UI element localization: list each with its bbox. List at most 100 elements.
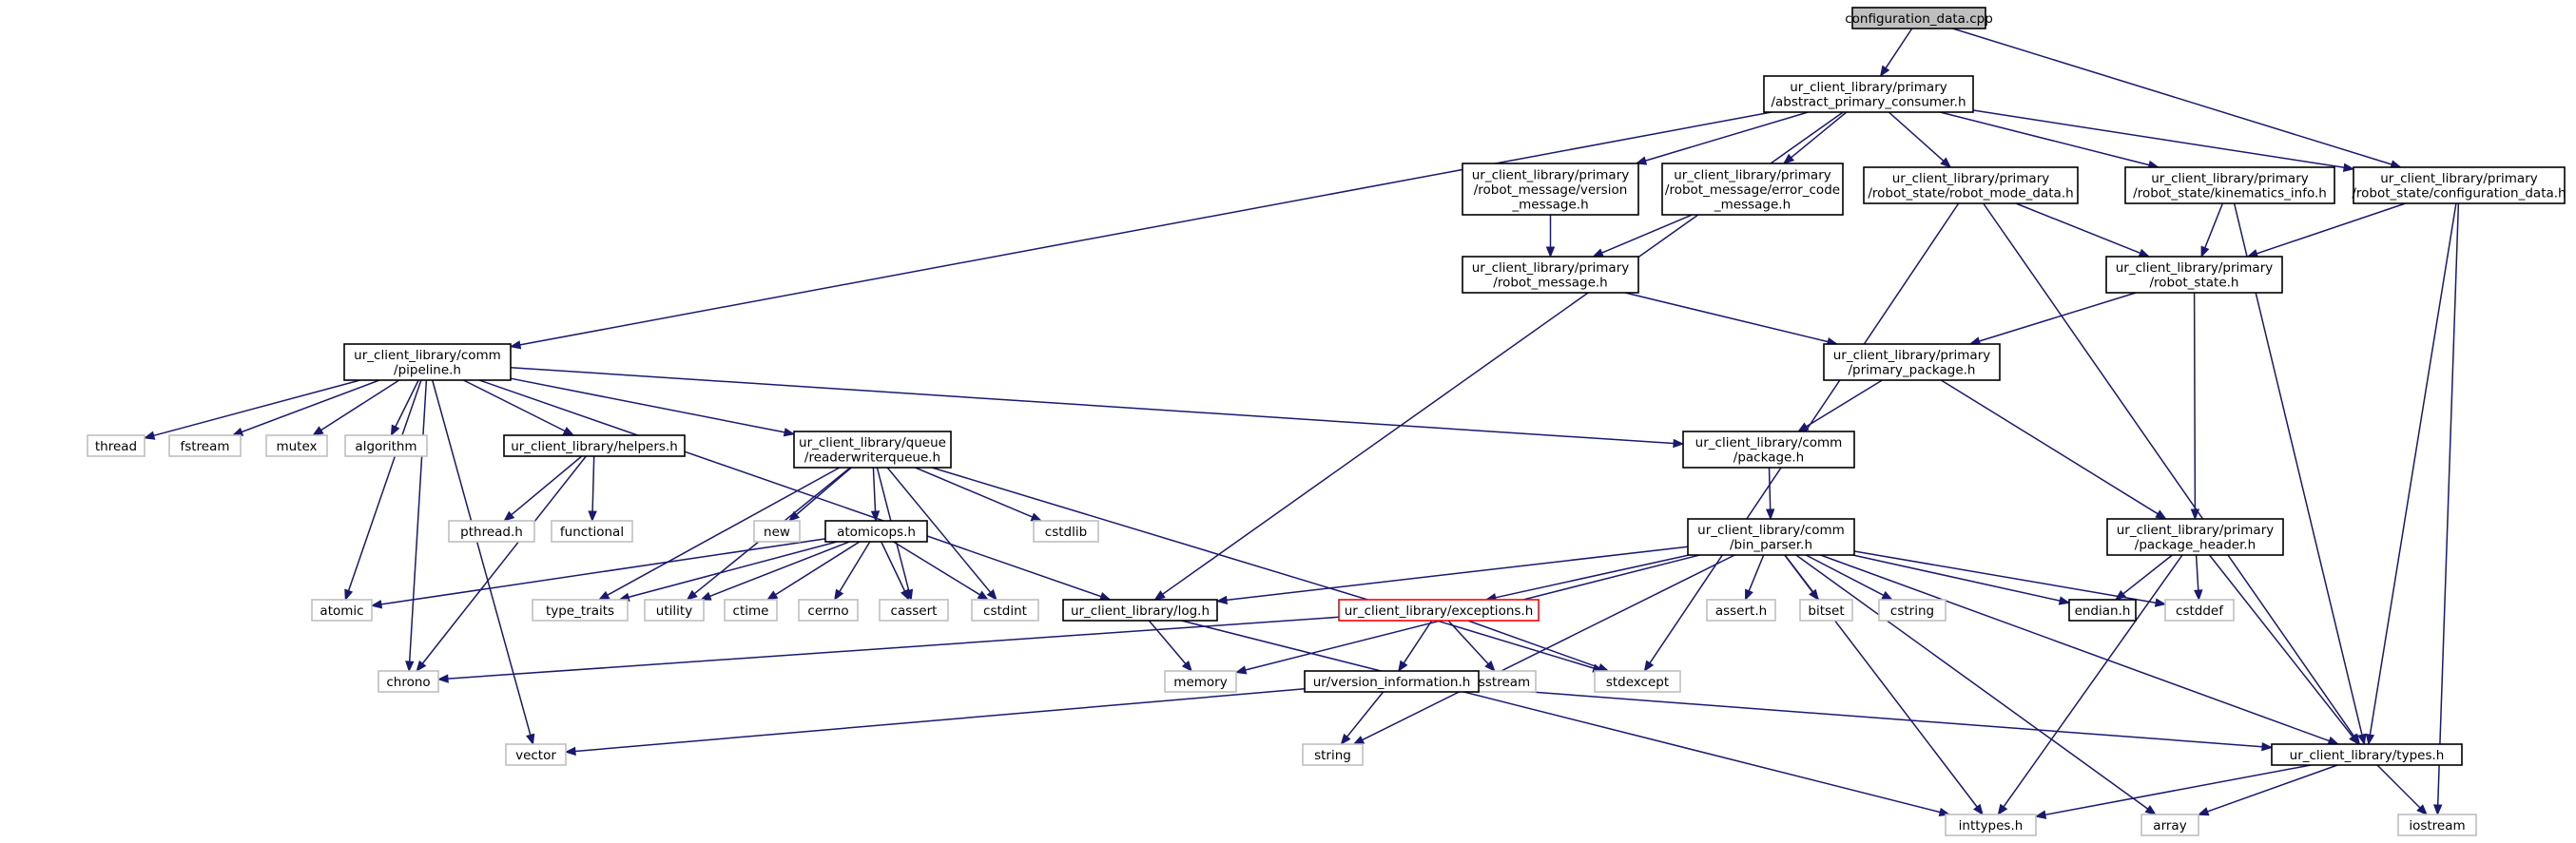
node-rstate[interactable]: ur_client_library/primary/robot_state.h xyxy=(2105,256,2283,294)
node-box xyxy=(1302,743,1364,766)
node-rmd[interactable]: ur_client_library/primary/robot_state/ro… xyxy=(1863,166,2079,204)
edge-pkghdr-to-inttypes xyxy=(1997,554,2183,816)
node-root[interactable]: configuration_data.cpp xyxy=(1845,7,1993,29)
node-new[interactable]: new xyxy=(753,520,801,543)
node-ppkg[interactable]: ur_client_library/primary/primary_packag… xyxy=(1823,343,2001,381)
node-pkghdr[interactable]: ur_client_library/primary/package_header… xyxy=(2106,518,2284,556)
node-vmsg[interactable]: ur_client_library/primary/robot_message/… xyxy=(1462,163,1639,216)
node-ctime[interactable]: ctime xyxy=(724,599,778,622)
node-algorithm[interactable]: algorithm xyxy=(344,434,428,457)
edge-rmsg-to-ppkg xyxy=(1624,292,1839,347)
node-label: ur_client_library/primary xyxy=(1674,167,1831,182)
node-type_traits[interactable]: type_traits xyxy=(532,599,629,622)
node-label: functional xyxy=(560,525,624,540)
edge-rwq-to-stdexcept xyxy=(931,467,1604,673)
node-fstream[interactable]: fstream xyxy=(168,434,242,457)
node-bitset[interactable]: bitset xyxy=(1799,599,1853,622)
node-pkg[interactable]: ur_client_library/comm/package.h xyxy=(1682,431,1855,469)
node-sstream[interactable]: sstream xyxy=(1472,670,1537,693)
node-string[interactable]: string xyxy=(1302,743,1364,766)
node-endian[interactable]: endian.h xyxy=(2068,599,2137,622)
node-label: type_traits xyxy=(546,604,614,619)
node-box xyxy=(1462,256,1639,294)
node-binparser[interactable]: ur_client_library/comm/bin_parser.h xyxy=(1687,518,1855,556)
edge-exceptions-to-vinfo xyxy=(1398,620,1433,673)
node-asserth[interactable]: assert.h xyxy=(1706,599,1776,622)
edge-cfg-to-types xyxy=(2365,202,2457,746)
node-box xyxy=(87,434,145,457)
edge-kin-to-rstate xyxy=(2200,202,2224,259)
node-stdexcept[interactable]: stdexcept xyxy=(1594,670,1681,693)
node-thread[interactable]: thread xyxy=(87,434,145,457)
edge-pipeline-to-rwq xyxy=(510,377,796,437)
edge-pipeline-to-pkg xyxy=(510,366,1685,449)
node-atomicops[interactable]: atomicops.h xyxy=(824,520,928,543)
edge-rmd-to-rstate xyxy=(2015,202,2151,258)
edge-ppkg-to-pkg xyxy=(1796,379,1883,432)
node-label: atomicops.h xyxy=(837,525,916,540)
node-cfg[interactable]: ur_client_library/primary/robot_state/co… xyxy=(2352,166,2566,204)
edge-rwq-to-new xyxy=(787,467,852,522)
edge-pipeline-to-vector xyxy=(431,379,535,746)
node-mutex[interactable]: mutex xyxy=(265,434,328,457)
node-log[interactable]: ur_client_library/log.h xyxy=(1062,599,1218,622)
node-label: new xyxy=(764,525,790,540)
node-label: /primary_package.h xyxy=(1849,363,1976,378)
node-ecmsg[interactable]: ur_client_library/primary/robot_message/… xyxy=(1661,163,1844,216)
node-cstring[interactable]: cstring xyxy=(1878,599,1947,622)
node-label: /robot_state.h xyxy=(2150,276,2239,291)
node-label: sstream xyxy=(1479,675,1530,690)
node-label: ur_client_library/primary xyxy=(1892,171,2050,186)
node-cassert[interactable]: cassert xyxy=(879,599,949,622)
edge-pipeline-to-chrono xyxy=(405,379,428,673)
node-exceptions[interactable]: ur_client_library/exceptions.h xyxy=(1338,599,1540,622)
node-label: thread xyxy=(95,439,137,454)
edge-apc-to-pipeline xyxy=(509,111,1772,350)
node-rmsg[interactable]: ur_client_library/primary/robot_message.… xyxy=(1462,256,1639,294)
node-box xyxy=(1823,343,2001,381)
edge-pipeline-to-atomic xyxy=(344,379,422,602)
node-box xyxy=(344,434,428,457)
node-box xyxy=(879,599,949,622)
node-chrono[interactable]: chrono xyxy=(378,670,439,693)
node-types[interactable]: ur_client_library/types.h xyxy=(2271,743,2463,766)
node-vector[interactable]: vector xyxy=(505,743,567,766)
node-vinfo[interactable]: ur/version_information.h xyxy=(1304,670,1480,693)
node-box xyxy=(1338,599,1540,622)
edge-helpers-to-pthread xyxy=(503,455,583,522)
node-functional[interactable]: functional xyxy=(551,520,633,543)
node-utility[interactable]: utility xyxy=(644,599,705,622)
edge-pkghdr-to-types xyxy=(2208,554,2360,746)
node-cstdint[interactable]: cstdint xyxy=(971,599,1039,622)
edge-vmsg-to-rmsg xyxy=(1545,215,1556,259)
node-label: ur_client_library/primary xyxy=(2116,260,2274,276)
node-cerrno[interactable]: cerrno xyxy=(798,599,859,622)
edge-atomicops-to-atomic xyxy=(370,538,826,609)
dependency-nodes: configuration_data.cpp ur_client_library/… xyxy=(87,7,2566,836)
node-helpers[interactable]: ur_client_library/helpers.h xyxy=(503,434,686,457)
node-pthread[interactable]: pthread.h xyxy=(448,520,535,543)
node-cstdlib[interactable]: cstdlib xyxy=(1033,520,1099,543)
node-kin[interactable]: ur_client_library/primary/robot_state/ki… xyxy=(2124,166,2335,204)
node-label: ur_client_library/primary xyxy=(1833,348,1991,363)
node-box xyxy=(1706,599,1776,622)
node-memory[interactable]: memory xyxy=(1164,670,1237,693)
node-box xyxy=(1304,670,1480,693)
node-cstddef[interactable]: cstddef xyxy=(2164,599,2235,622)
node-label: cerrno xyxy=(807,604,848,619)
node-label: /robot_message/error_code xyxy=(1665,182,1840,198)
edge-types-to-array xyxy=(2197,764,2338,816)
edge-pkg-to-binparser xyxy=(1765,467,1775,521)
edge-helpers-to-chrono xyxy=(416,455,587,673)
node-pipeline[interactable]: ur_client_library/comm/pipeline.h xyxy=(343,343,512,381)
node-atomic[interactable]: atomic xyxy=(311,599,373,622)
node-array[interactable]: array xyxy=(2140,814,2199,836)
node-label: /readerwriterqueue.h xyxy=(804,450,940,466)
node-label: inttypes.h xyxy=(1959,818,2024,833)
node-inttypes[interactable]: inttypes.h xyxy=(1945,814,2037,836)
node-apc[interactable]: ur_client_library/primary/abstract_prima… xyxy=(1763,75,1974,113)
node-rwq[interactable]: ur_client_library/queue/readerwriterqueu… xyxy=(793,431,952,469)
node-iostream[interactable]: iostream xyxy=(2397,814,2477,836)
node-box xyxy=(2353,166,2566,204)
